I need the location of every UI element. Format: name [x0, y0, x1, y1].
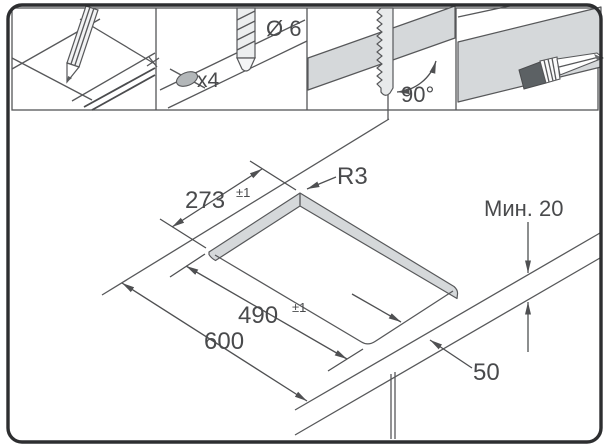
dimension-50: 50 [351, 293, 500, 386]
cutout-depth-label: 490 [238, 302, 278, 329]
holes-count-label: x4 [197, 69, 220, 92]
step1-mark-cutout-panel [11, 5, 160, 111]
drill-bit-icon [236, 7, 256, 72]
dimension-radius: R3 [306, 163, 368, 190]
step2-drill-panel: x4 Ø 6 [159, 7, 308, 109]
worktop-front-edge-top [294, 232, 601, 411]
worktop-isometric-view [101, 95, 601, 439]
dimension-600: 600 [121, 282, 308, 402]
worktop-front-edge-bottom [294, 257, 601, 436]
jigsaw-blade-icon [376, 7, 394, 96]
cutout-cut-band [208, 192, 459, 300]
cutout-depth-tolerance: ±1 [292, 300, 306, 315]
angle-arc [396, 60, 437, 95]
min-thickness-label: Мин. 20 [484, 196, 563, 221]
worktop-rear-edge [101, 118, 390, 296]
dimension-490: 490 ±1 [169, 253, 364, 372]
cutout-width-label: 273 [185, 187, 225, 214]
pencil-icon [66, 5, 99, 84]
worktop-depth-label: 600 [204, 328, 244, 355]
front-distance-label: 50 [473, 359, 500, 386]
drill-diameter-label: Ø 6 [266, 16, 301, 41]
cutout-width-tolerance: ±1 [236, 185, 250, 200]
corner-radius-label: R3 [337, 163, 368, 190]
step4-seal-panel [457, 4, 604, 103]
edge-double-line [83, 56, 160, 111]
drill-hole-mark [175, 71, 199, 87]
dimension-273: 273 ±1 [159, 160, 297, 249]
step3-saw-panel: 90° [307, 5, 456, 107]
saw-angle-label: 90° [401, 82, 434, 107]
cutout-near-edges [214, 254, 454, 345]
figure-border [6, 3, 603, 444]
dimension-min-thickness: Мин. 20 [484, 196, 563, 352]
